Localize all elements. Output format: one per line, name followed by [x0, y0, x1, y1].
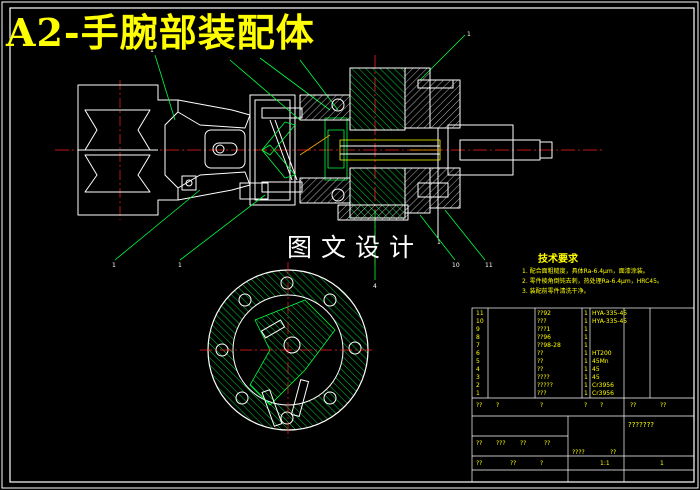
parts-list-cell-material: 45 — [592, 374, 600, 381]
title-block-cell: ?? — [520, 440, 527, 447]
parts-list-cell-no: 6 — [476, 350, 480, 357]
parts-list-cell-qty: 1 — [584, 374, 588, 381]
parts-list-cell-material: Cr3956 — [592, 382, 614, 389]
parts-list-cell-material: 45Mn — [592, 358, 609, 365]
parts-list-cell-code: ??92 — [537, 310, 552, 317]
tech-requirement-line: 2. 零件棱角倒钝去刺，热处理Ra-6.4μm，HRC45。 — [522, 278, 663, 285]
balloon-label: 1 — [178, 262, 182, 269]
balloon-label: 1 — [112, 262, 116, 269]
title-block-cell: ??? — [496, 440, 506, 447]
drawing-name-cell: ??????? — [628, 421, 655, 429]
parts-list-cell-no: 10 — [476, 318, 484, 325]
parts-list-cell-code: ????? — [537, 382, 553, 389]
tech-requirement-line: 1. 配合面粗糙度，具体Ra-6.4μm，面漆涂装。 — [522, 268, 649, 275]
balloon-label: 11 — [485, 262, 493, 269]
title-block-cell: ?? — [544, 440, 551, 447]
parts-list-cell-code: ?? — [537, 350, 544, 357]
balloon-label: 1 — [437, 239, 441, 246]
parts-list-cell-qty: 1 — [584, 334, 588, 341]
parts-list-cell-qty: 1 — [584, 310, 588, 317]
watermark-text: 图文设计 — [287, 233, 424, 262]
parts-list-cell-no: 9 — [476, 326, 480, 333]
parts-list-cell-qty: 1 — [584, 390, 588, 397]
parts-list-cell-code: ??? — [537, 318, 547, 325]
title-block-cell: ? — [540, 460, 544, 467]
parts-header-cell: ?? — [630, 402, 637, 409]
title-block-cell: 1:1 — [600, 460, 610, 467]
parts-list-cell-material: HYA-335-45 — [592, 310, 628, 317]
balloon-label: 10 — [452, 262, 460, 269]
parts-list-cell-qty: 1 — [584, 358, 588, 365]
parts-list-cell-qty: 1 — [584, 366, 588, 373]
parts-list-cell-material: HT200 — [592, 350, 612, 357]
parts-list-cell-no: 7 — [476, 342, 480, 349]
tech-requirements-heading: 技术要求 — [538, 254, 578, 265]
parts-list-cell-qty: 1 — [584, 342, 588, 349]
parts-list-cell-no: 1 — [476, 390, 480, 397]
parts-list-cell-no: 2 — [476, 382, 480, 389]
parts-list-cell-code: ???? — [537, 374, 550, 381]
parts-list-cell-code: ?? — [537, 366, 544, 373]
parts-list-cell-material: 45 — [592, 366, 600, 373]
parts-header-cell: ? — [600, 402, 604, 409]
parts-list-cell-no: 8 — [476, 334, 480, 341]
parts-list-cell-qty: 1 — [584, 326, 588, 333]
parts-list-cell-qty: 1 — [584, 350, 588, 357]
title-block-cell: ?? — [610, 449, 617, 456]
parts-header-cell: ? — [540, 402, 544, 409]
parts-list-cell-no: 11 — [476, 310, 484, 317]
balloon-label: 4 — [373, 283, 377, 290]
parts-header-cell: ?? — [660, 402, 667, 409]
parts-list-cell-code: ?? — [537, 358, 544, 365]
assembly-front-view — [55, 34, 605, 280]
section-view-circular — [200, 262, 375, 438]
part-balloons: 1 1 1 1 4 1 10 11 — [112, 31, 493, 290]
balloon-label: 1 — [467, 31, 471, 38]
title-block-cell: ?? — [510, 460, 517, 467]
parts-list-grid — [471, 307, 695, 483]
title-block-cell: 1 — [660, 460, 664, 467]
title-block-cell: ???? — [572, 449, 585, 456]
parts-header-cell: ?? — [476, 402, 483, 409]
title-block-cell: ?? — [476, 460, 483, 467]
parts-list-cell-qty: 1 — [584, 382, 588, 389]
parts-header-cell: ? — [496, 402, 500, 409]
parts-list-cell-code: ??98-28 — [537, 342, 561, 349]
parts-list-cell-no: 3 — [476, 374, 480, 381]
tech-requirement-line: 3. 装配前零件清洗干净。 — [522, 288, 590, 295]
parts-header-cell: ? — [584, 402, 588, 409]
parts-list-cell-material: Cr3956 — [592, 390, 614, 397]
balloon-label: 1 — [150, 47, 154, 54]
parts-list-cell-material: HYA-335-45 — [592, 318, 628, 325]
parts-list-cell-no: 5 — [476, 358, 480, 365]
drawing-frame-inner — [9, 7, 695, 483]
parts-list-cell-code: ???1 — [537, 326, 551, 333]
title-block-cell: ?? — [476, 440, 483, 447]
parts-list-cell-no: 4 — [476, 366, 480, 373]
parts-list-cell-code: ??96 — [537, 334, 552, 341]
parts-list-cell-qty: 1 — [584, 318, 588, 325]
drawing-title: A2-手腕部装配体 — [6, 10, 315, 55]
parts-list-cell-code: ??? — [537, 390, 547, 397]
